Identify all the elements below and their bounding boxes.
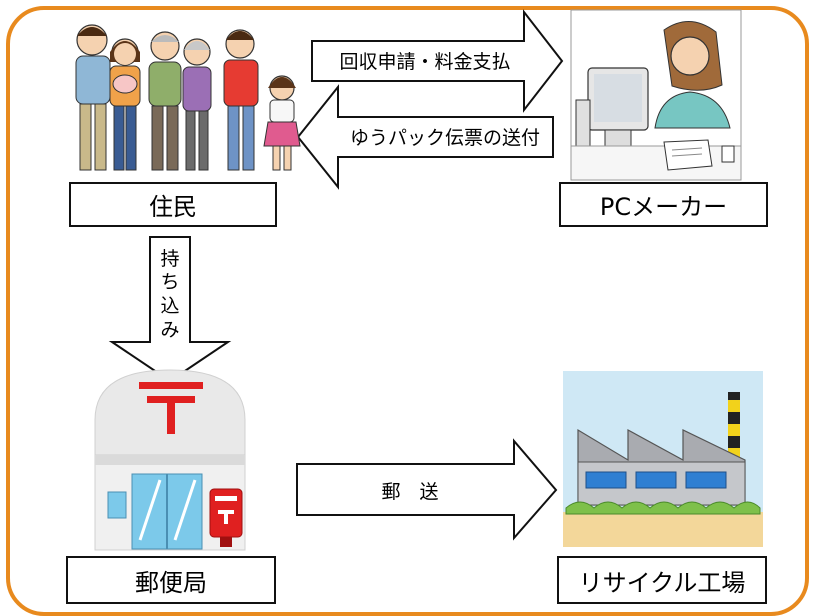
arrow-bring-in-char-2: ち [160, 271, 180, 293]
arrow-bring-in-char-1: 持 [160, 248, 179, 270]
arrow-mail: 郵 送 [296, 438, 558, 541]
node-pc-maker: PCメーカー [559, 182, 768, 227]
family-illustration [75, 24, 301, 171]
recycling-plant-illustration [563, 371, 763, 547]
arrow-bring-in-char-4: み [160, 319, 180, 341]
arrow-send-slip: ゆうパック伝票の送付 [296, 84, 554, 190]
arrow-bring-in: 持 [108, 236, 232, 383]
node-recycling-plant: リサイクル工場 [557, 556, 767, 604]
arrow-send-slip-label: ゆうパック伝票の送付 [350, 127, 540, 149]
node-post-office: 郵便局 [66, 556, 276, 604]
pc-maker-illustration [570, 9, 742, 181]
post-office-illustration [94, 369, 246, 551]
diagram-canvas: 回収申請・料金支払 ゆうパック伝票の送付 持 郵 送 [75, 9, 763, 551]
node-residents: 住民 [69, 182, 277, 227]
arrow-apply-pay-label: 回収申請・料金支払 [339, 51, 510, 73]
arrow-bring-in-char-3: 込 [160, 295, 180, 317]
arrow-apply-pay: 回収申請・料金支払 [311, 9, 564, 113]
arrow-mail-label: 郵 送 [381, 481, 438, 503]
